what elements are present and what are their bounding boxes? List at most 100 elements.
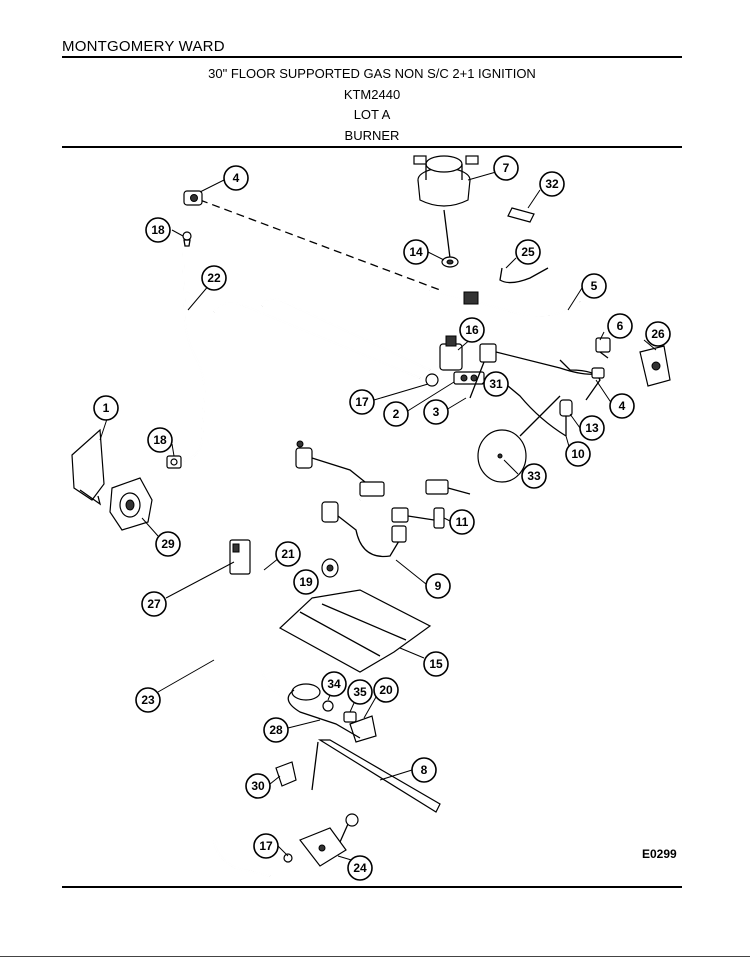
callout-21: 21 <box>275 541 301 567</box>
part-4-right-orifice <box>559 359 605 401</box>
callout-29: 29 <box>155 531 181 557</box>
svg-text:10: 10 <box>571 447 585 461</box>
part-8-bar <box>311 739 441 813</box>
callout-15: 15 <box>423 651 449 677</box>
part-14-grommet <box>441 256 459 268</box>
header-model-description: 30" FLOOR SUPPORTED GAS NON S/C 2+1 IGNI… <box>208 66 536 81</box>
svg-text:9: 9 <box>435 579 442 593</box>
callout-4-right: 4 <box>609 393 635 419</box>
part-23-gas-line-inner <box>213 312 271 877</box>
svg-text:5: 5 <box>591 279 598 293</box>
part-13-fitting <box>559 399 573 436</box>
part-21-tube-inner <box>261 306 321 711</box>
part-20-igniter-bracket <box>291 683 377 743</box>
part-28-thermocouple <box>287 689 361 739</box>
part-5-fitting <box>463 291 479 305</box>
callout-13: 13 <box>579 415 605 441</box>
callout-35: 35 <box>347 679 373 705</box>
part-18-screw <box>182 231 192 247</box>
callout-5: 5 <box>581 273 607 299</box>
svg-text:25: 25 <box>521 245 535 259</box>
part-27-switch <box>229 539 251 575</box>
part-17-screw-lower <box>283 853 293 863</box>
part-5-tube-inner <box>429 289 581 317</box>
part-9-tube <box>321 501 407 558</box>
callout-19: 19 <box>293 569 319 595</box>
callout-27: 27 <box>141 591 167 617</box>
svg-text:35: 35 <box>353 685 367 699</box>
svg-text:18: 18 <box>153 433 167 447</box>
header-rule-top <box>62 56 682 58</box>
part-5-manifold-inner <box>359 301 585 502</box>
svg-text:17: 17 <box>355 395 369 409</box>
svg-text:14: 14 <box>409 245 423 259</box>
part-5-tube-outer <box>429 289 581 317</box>
part-11-lower-orifices <box>359 479 471 529</box>
callout-4-top: 4 <box>223 165 249 191</box>
part-21-tube-outer <box>261 306 321 711</box>
part-15-heat-shield <box>278 589 432 673</box>
svg-text:23: 23 <box>141 693 155 707</box>
callout-22: 22 <box>201 265 227 291</box>
callout-7: 7 <box>493 155 519 181</box>
svg-text:18: 18 <box>151 223 165 237</box>
callout-30: 30 <box>245 773 271 799</box>
diagram-code: E0299 <box>642 847 677 861</box>
callout-34: 34 <box>321 671 347 697</box>
callout-1: 1 <box>93 395 119 421</box>
footer-rule <box>62 886 682 888</box>
callout-18-lower: 18 <box>147 427 173 453</box>
svg-text:7: 7 <box>503 161 510 175</box>
parts-drawing <box>71 155 671 877</box>
part-21-upper-inner <box>261 297 431 371</box>
part-30-clip <box>275 761 297 787</box>
callout-16: 16 <box>459 317 485 343</box>
callout-8: 8 <box>411 757 437 783</box>
svg-text:27: 27 <box>147 597 161 611</box>
page-edge-rule <box>0 956 750 957</box>
svg-text:19: 19 <box>299 575 313 589</box>
svg-text:13: 13 <box>585 421 599 435</box>
svg-text:31: 31 <box>489 377 503 391</box>
callout-31: 31 <box>483 371 509 397</box>
part-26-valve <box>639 345 671 387</box>
brand-name: MONTGOMERY WARD <box>62 38 225 55</box>
callout-23: 23 <box>135 687 161 713</box>
callout-20: 20 <box>373 677 399 703</box>
svg-text:8: 8 <box>421 763 428 777</box>
svg-text:15: 15 <box>429 657 443 671</box>
callout-10: 10 <box>565 441 591 467</box>
callout-9: 9 <box>425 573 451 599</box>
leader-lines <box>99 171 657 863</box>
part-29-spark-module <box>109 477 153 531</box>
svg-text:30: 30 <box>251 779 265 793</box>
svg-text:3: 3 <box>433 405 440 419</box>
part-19-nut <box>321 558 339 578</box>
callout-33: 33 <box>521 463 547 489</box>
header-model-number: KTM2440 <box>343 86 401 102</box>
callout-24: 24 <box>347 855 373 881</box>
callout-18-top: 18 <box>145 217 171 243</box>
svg-text:4: 4 <box>619 399 626 413</box>
callout-28: 28 <box>263 717 289 743</box>
svg-text:11: 11 <box>456 515 469 529</box>
svg-text:32: 32 <box>545 177 559 191</box>
valve-cluster <box>425 335 497 399</box>
part-24-valve <box>299 813 359 867</box>
callout-17-lower: 17 <box>253 833 279 859</box>
svg-text:4: 4 <box>233 171 240 185</box>
svg-text:28: 28 <box>269 723 283 737</box>
part-25-wire <box>499 267 549 284</box>
svg-text:22: 22 <box>207 271 221 285</box>
header-section: BURNER <box>344 127 400 143</box>
left-burner-orifice <box>295 440 371 487</box>
callout-25: 25 <box>515 239 541 265</box>
part-22-tube-inner <box>179 251 206 463</box>
alignment-dashed-line <box>199 199 441 291</box>
svg-text:16: 16 <box>465 323 479 337</box>
svg-text:2: 2 <box>393 407 400 421</box>
callout-26: 26 <box>645 321 671 347</box>
header-rule-bottom <box>62 146 682 148</box>
callout-32: 32 <box>539 171 565 197</box>
